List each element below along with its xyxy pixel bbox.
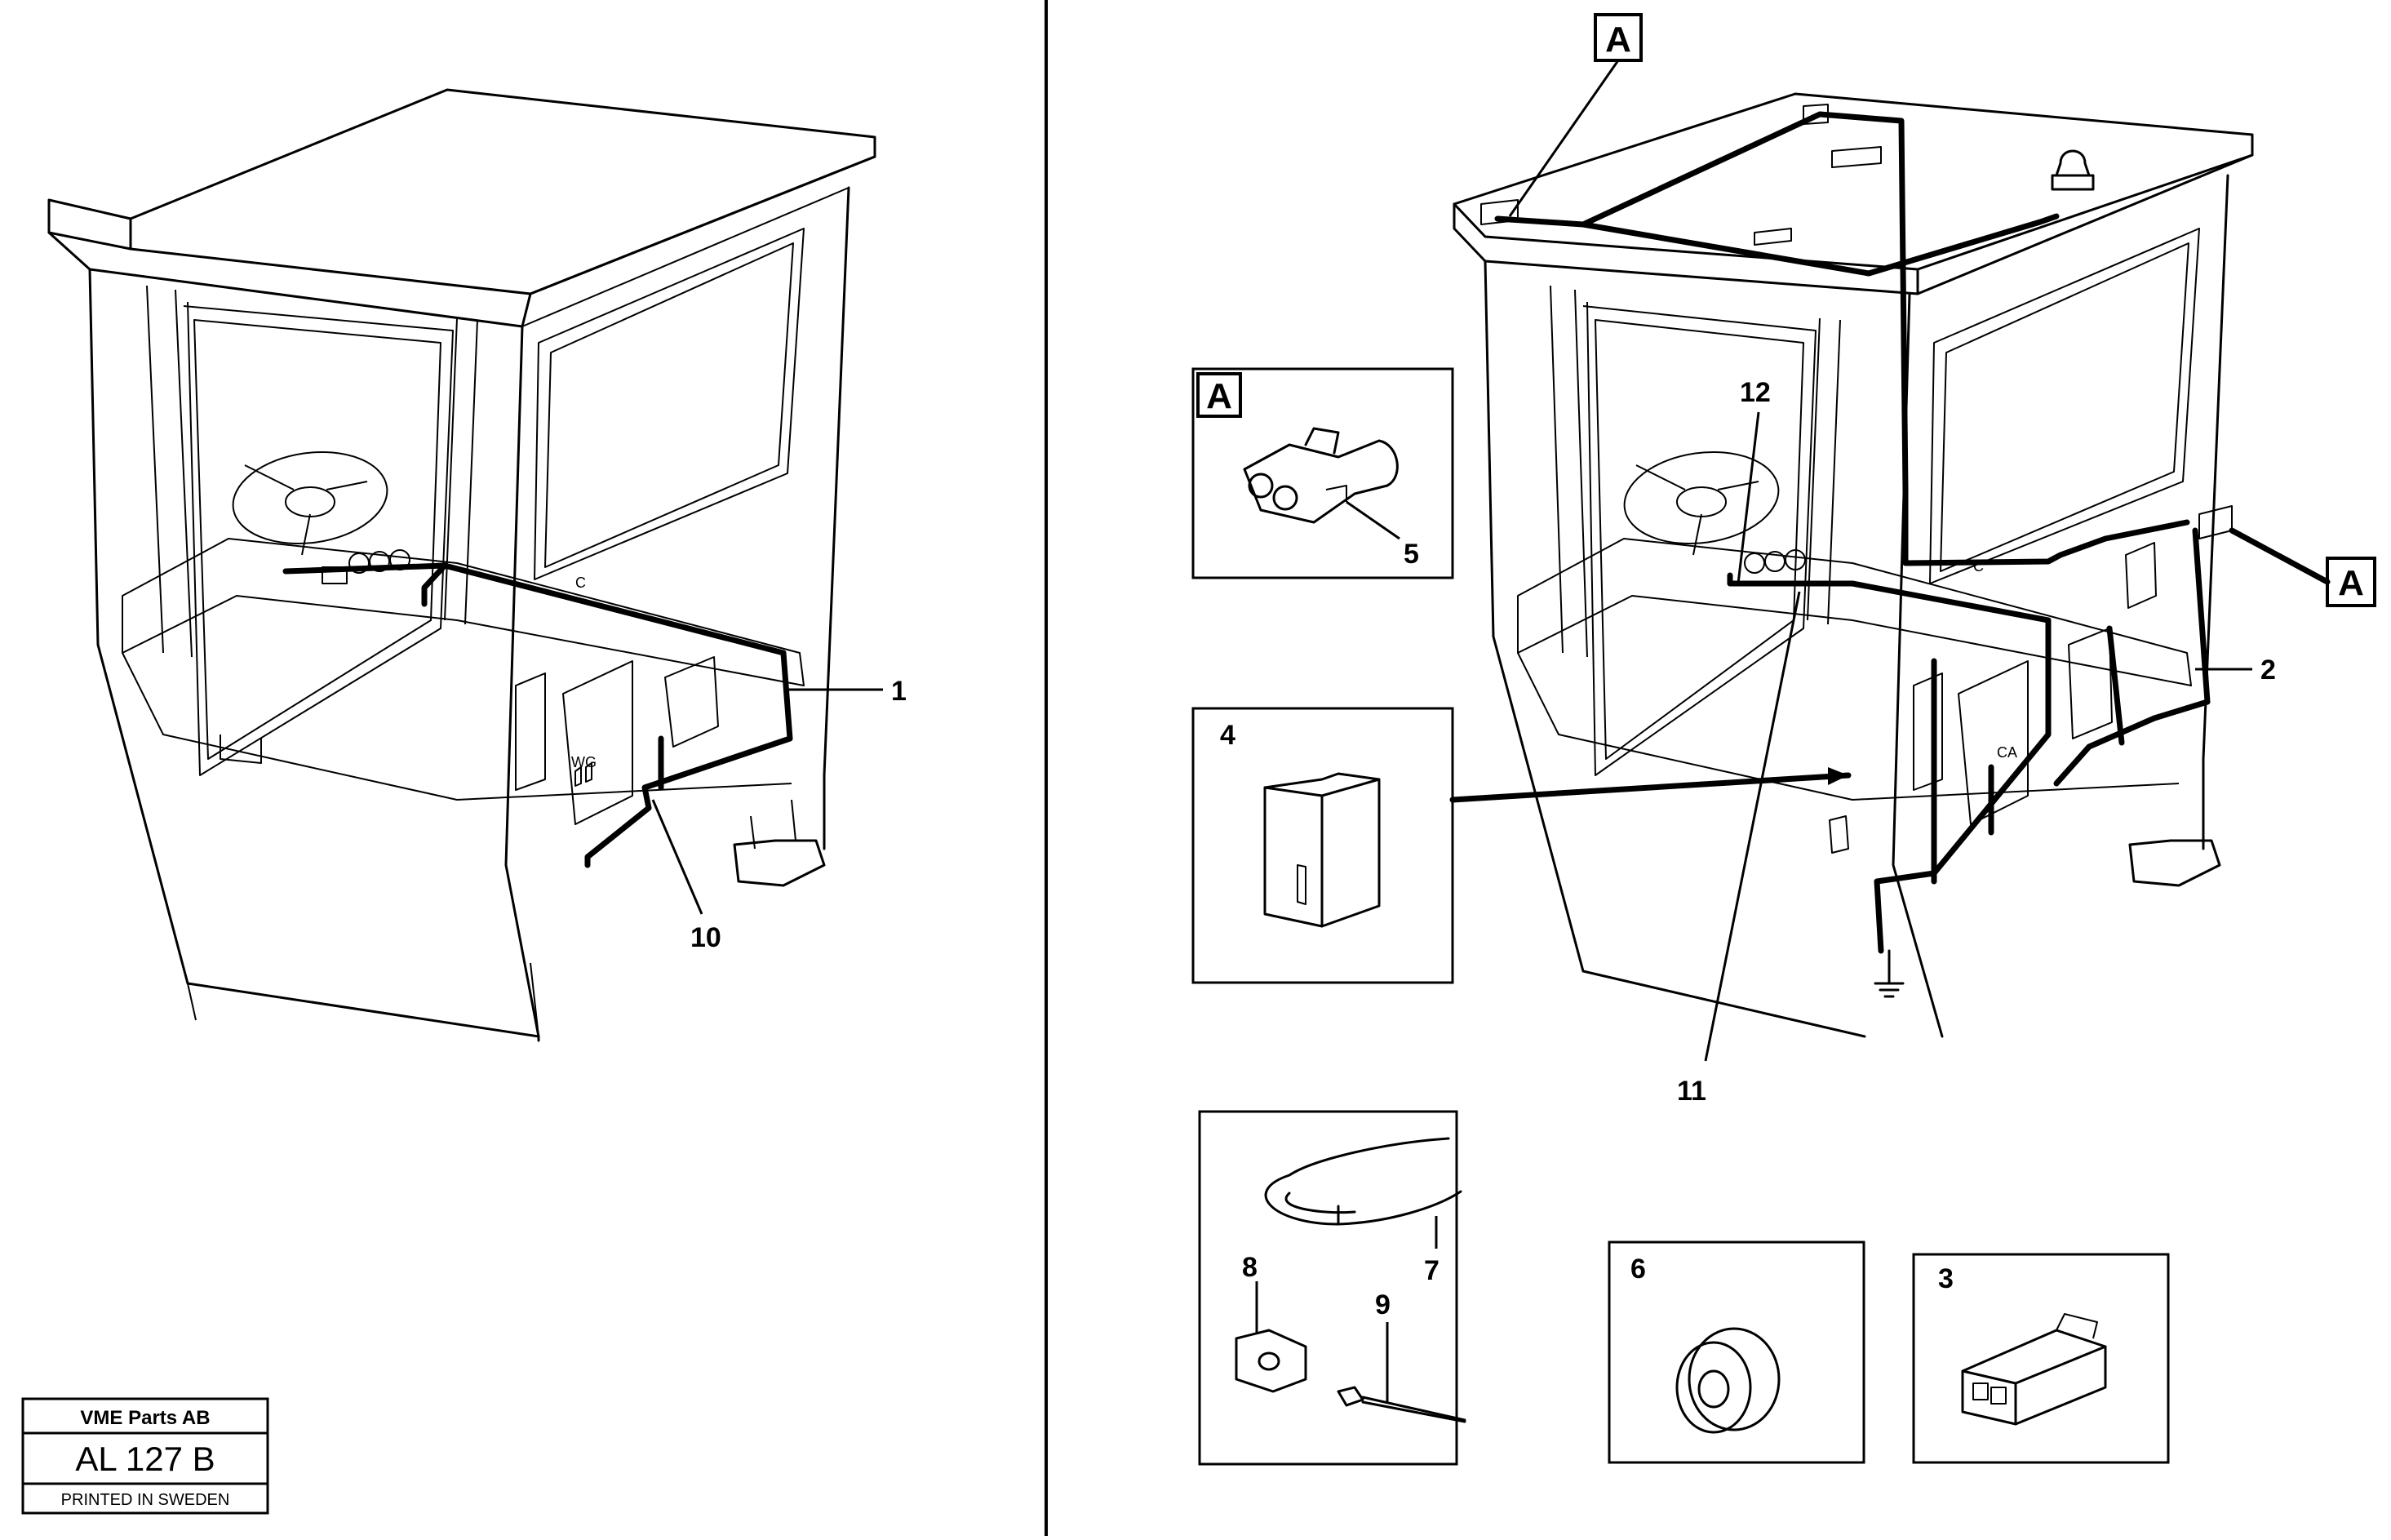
callout-11: 11 xyxy=(1677,1076,1706,1107)
callout-2: 2 xyxy=(2260,655,2276,686)
callout-3: 3 xyxy=(1938,1263,1954,1294)
svg-text:A: A xyxy=(1605,20,1631,60)
detail-6-box xyxy=(1608,1240,1865,1464)
wire-harness-1 xyxy=(282,562,793,868)
detail-fasteners-box xyxy=(1198,1110,1466,1466)
mark-right-ca: CA xyxy=(1997,744,2017,761)
detail-4-box xyxy=(1191,707,1852,984)
stamp-code: AL 127 B xyxy=(75,1440,215,1478)
leader-10 xyxy=(651,799,703,915)
wire-harness-2b xyxy=(2053,527,2211,787)
callout-9: 9 xyxy=(1375,1289,1391,1320)
wire-roof-riser xyxy=(1580,111,1909,493)
callout-1: 1 xyxy=(891,676,907,707)
stamp-printed: PRINTED IN SWEDEN xyxy=(61,1491,230,1509)
svg-text:A: A xyxy=(2338,563,2364,603)
mark-right-c: C xyxy=(1973,558,1984,575)
detail-a-box: A xyxy=(1191,367,1454,579)
title-stamp: VME Parts AB AL 127 B PRINTED IN SWEDEN xyxy=(21,1397,269,1515)
mark-left-c: C xyxy=(575,575,586,591)
svg-text:A: A xyxy=(1206,376,1232,416)
right-cab-drawing: CA C xyxy=(1453,92,2254,1038)
callout-6: 6 xyxy=(1630,1254,1646,1285)
wire-drops xyxy=(1931,625,2125,885)
leader-12 xyxy=(1737,411,1760,584)
ref-a-top: A xyxy=(1508,13,1643,217)
callout-12: 12 xyxy=(1740,377,1771,408)
callout-5: 5 xyxy=(1404,539,1419,570)
stamp-company: VME Parts AB xyxy=(80,1407,210,1429)
wire-roof xyxy=(1494,213,2060,277)
callout-7: 7 xyxy=(1424,1255,1439,1286)
callout-8: 8 xyxy=(1242,1252,1258,1283)
detail-3-box xyxy=(1912,1253,2170,1464)
wire-harness-1b xyxy=(421,562,448,607)
ref-a-right: A xyxy=(2229,527,2376,607)
wire-side xyxy=(1902,486,2190,566)
left-cab-drawing: WG C xyxy=(47,88,876,1042)
callout-10: 10 xyxy=(690,922,721,953)
mark-left-wg: WG xyxy=(571,754,597,770)
leader-11 xyxy=(1704,591,1801,1062)
callout-4: 4 xyxy=(1220,720,1235,751)
wire-harness-2 xyxy=(1727,572,2052,954)
